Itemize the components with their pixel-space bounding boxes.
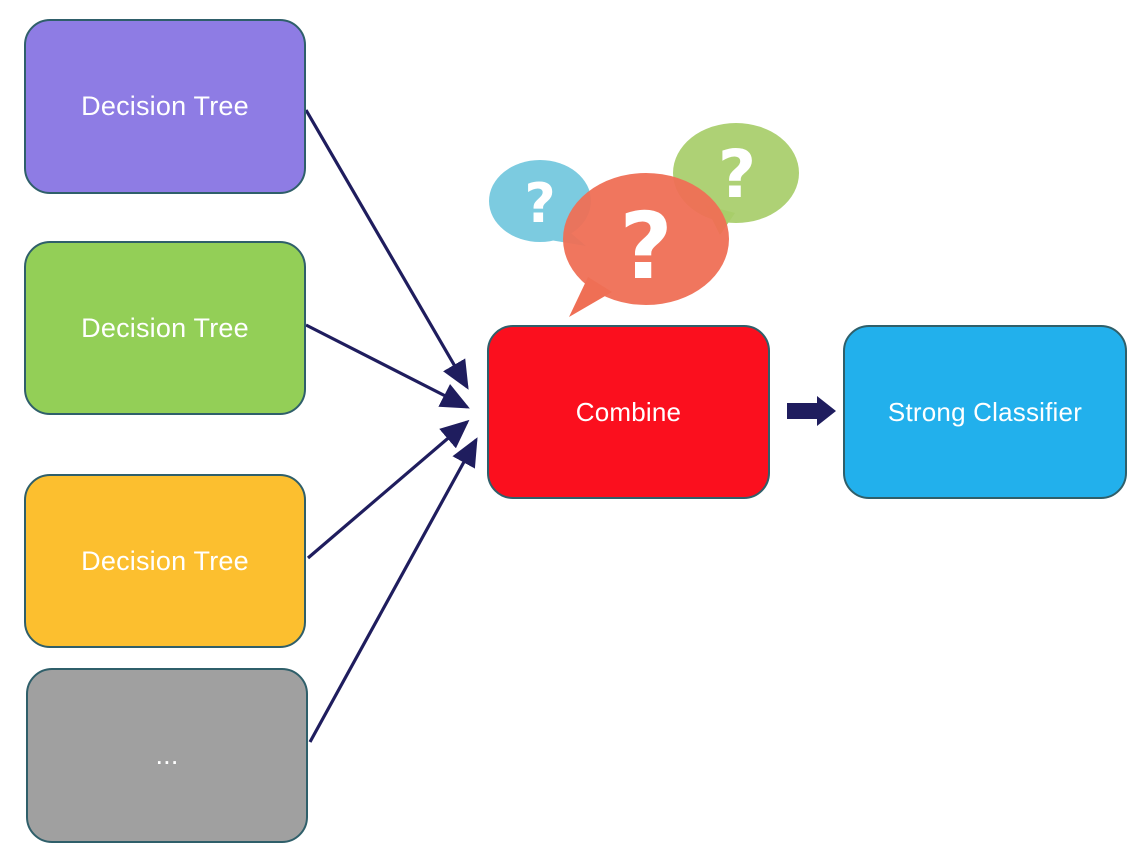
edge-tree2-combine [305,323,470,409]
node-label: Strong Classifier [887,396,1083,427]
edge-tree3-combine [306,419,470,560]
strong-classifier-node: Strong Classifier [843,325,1127,499]
edge-tree4-combine [308,437,478,743]
decision-tree-node-3: Decision Tree [24,474,306,648]
ellipsis-node: ... [26,668,308,843]
arrow-combine-classifier [787,396,836,426]
decision-tree-node-1: Decision Tree [24,19,306,194]
bubble-blue-icon: ? [489,160,591,246]
bubble-orange-icon: ? [563,173,729,317]
speech-bubbles: ? ? ? [489,123,799,317]
node-label: ... [155,740,179,770]
node-label: Decision Tree [81,91,249,121]
question-mark-icon: ? [524,172,555,235]
node-label: Decision Tree [81,545,249,576]
node-label: Combine [575,396,682,427]
node-label: Decision Tree [81,312,249,343]
combine-node: Combine [487,325,770,499]
question-mark-icon: ? [718,136,756,213]
decision-tree-node-2: Decision Tree [24,241,306,415]
edge-tree1-combine [304,109,469,390]
question-mark-icon: ? [619,193,672,300]
